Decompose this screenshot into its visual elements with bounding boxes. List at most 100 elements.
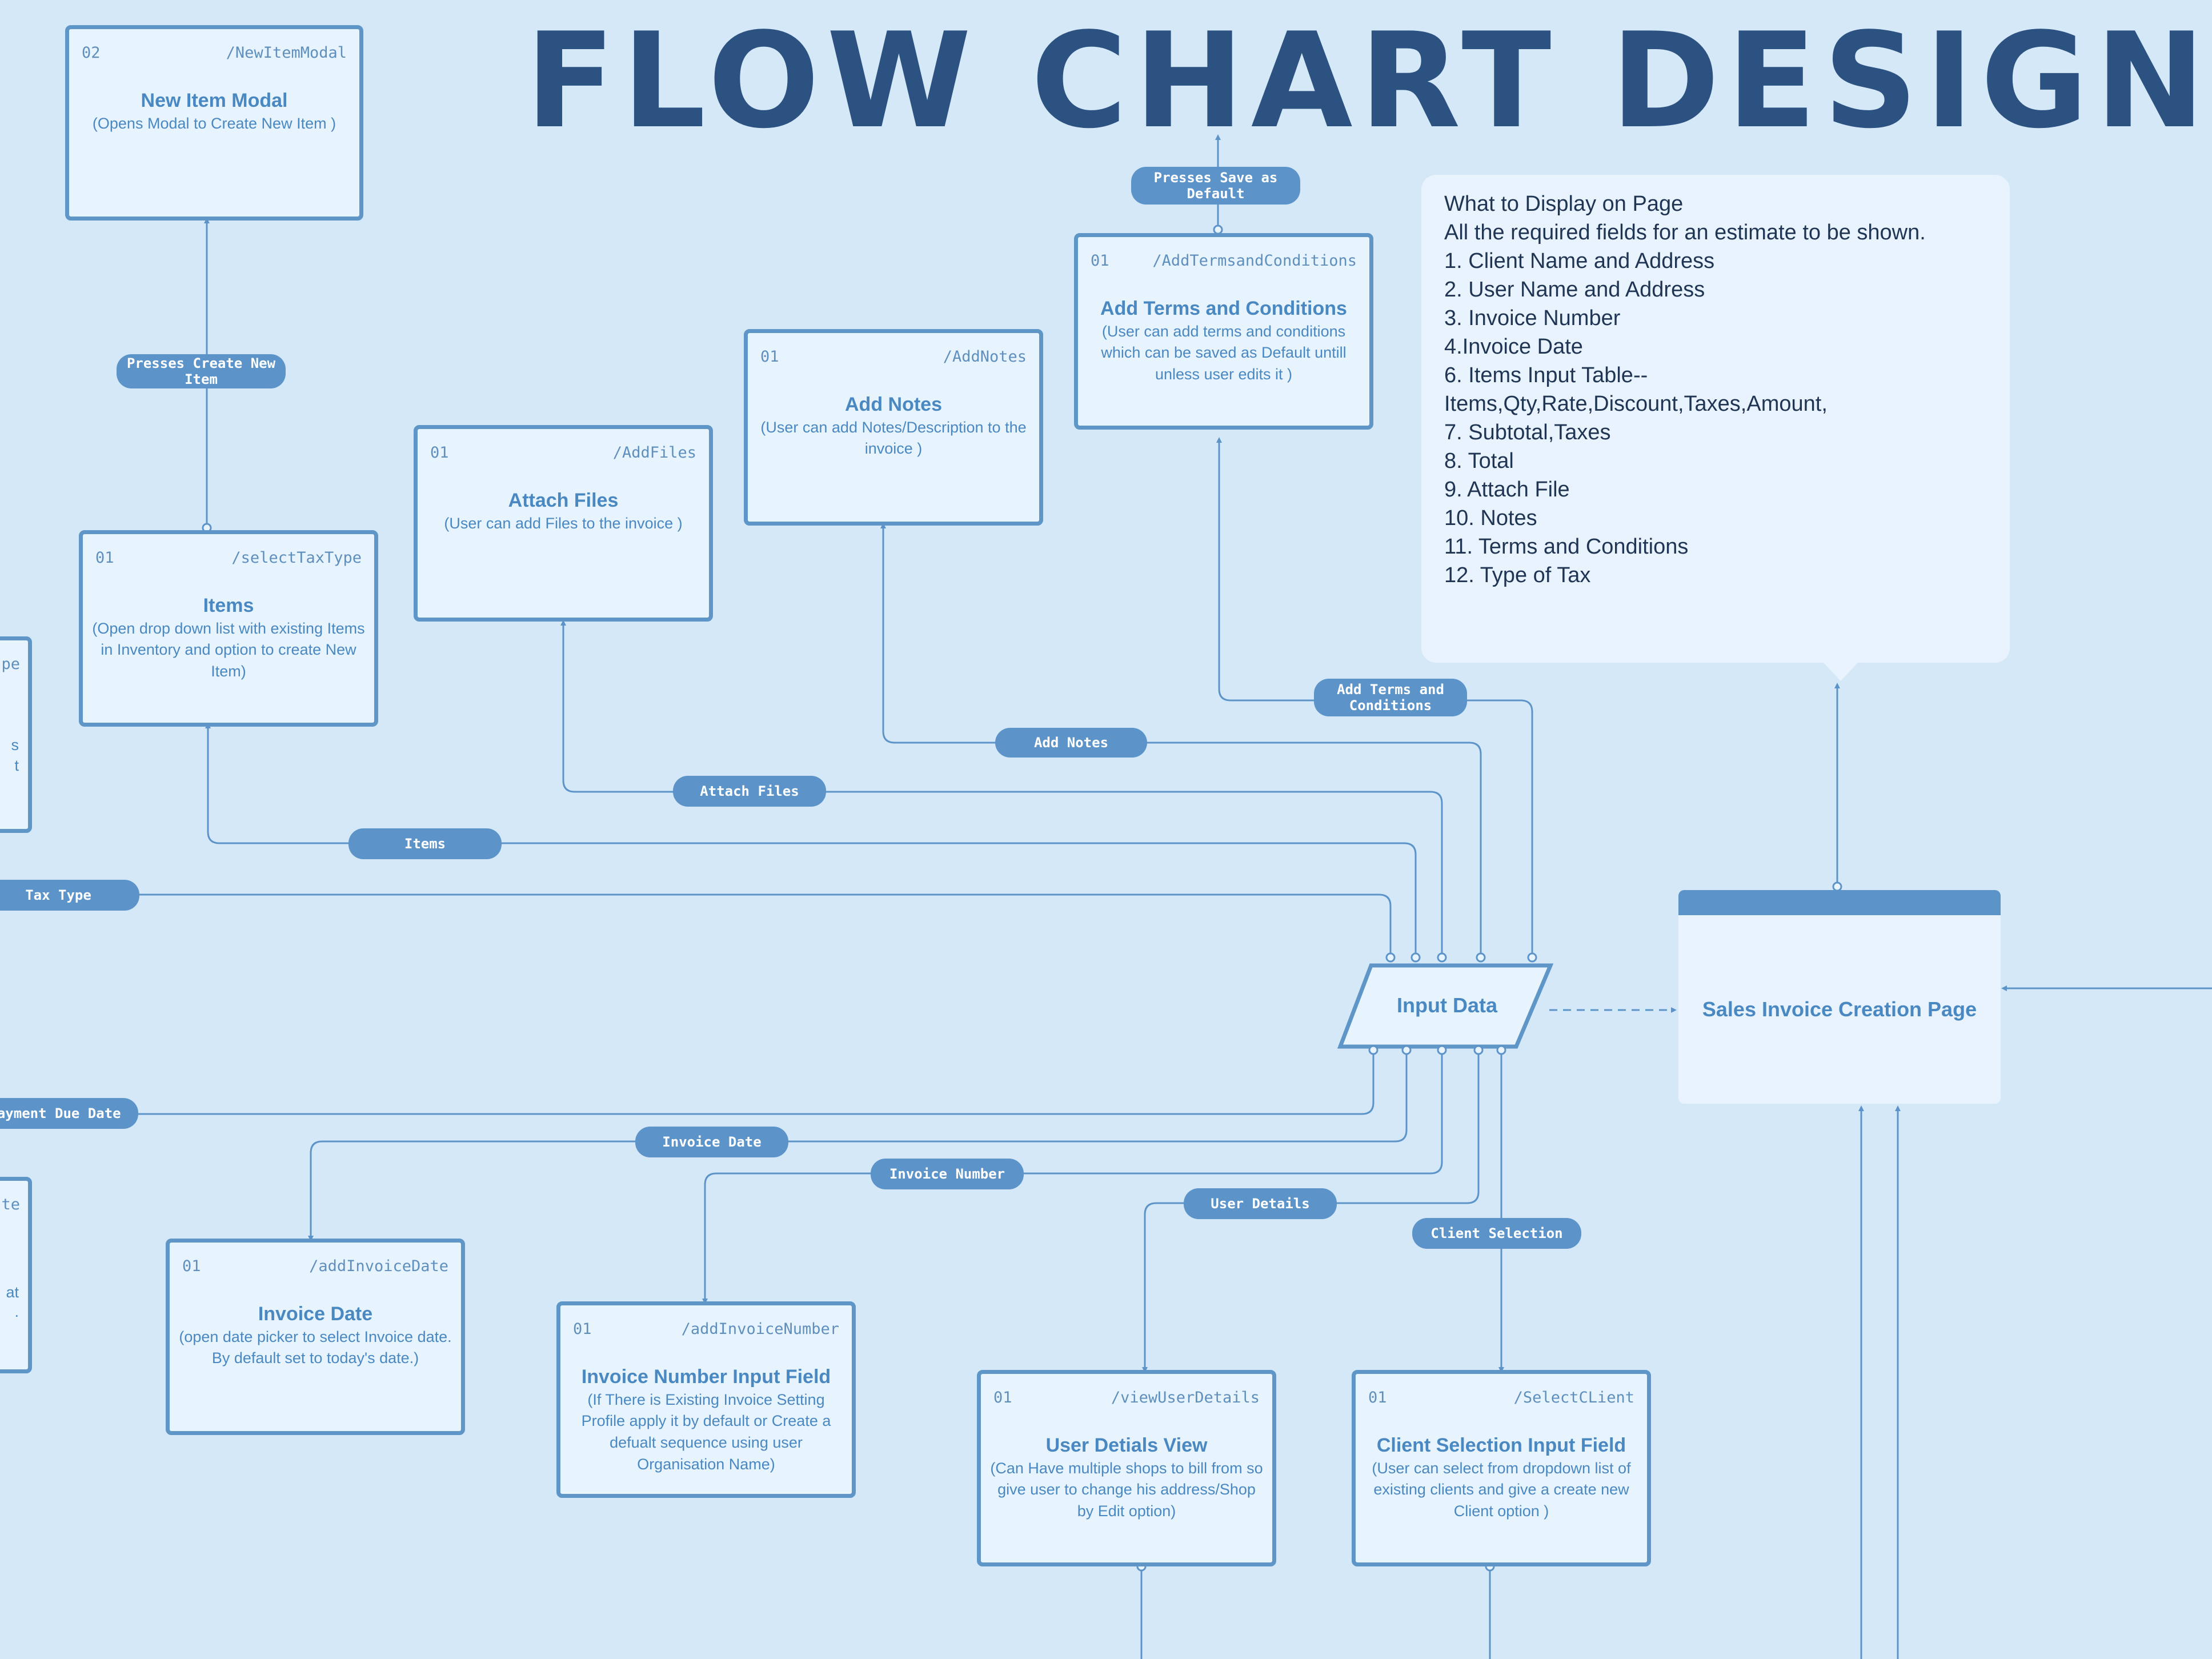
page-header-bar bbox=[1678, 890, 2001, 915]
node-number: 01 bbox=[182, 1257, 201, 1275]
input-data-node[interactable]: Input Data bbox=[1347, 965, 1547, 1045]
edge-label-invoice-number[interactable]: Invoice Number bbox=[871, 1159, 1024, 1189]
port-dot bbox=[1385, 952, 1396, 963]
sales-invoice-page-node[interactable]: Sales Invoice Creation Page bbox=[1678, 890, 2001, 1104]
node-number: 01 bbox=[430, 444, 449, 462]
edge-label-presses-create-new-item[interactable]: Presses Create New Item bbox=[117, 354, 286, 388]
node-title: Add Notes bbox=[845, 394, 942, 415]
note-line: 7. Subtotal,Taxes bbox=[1444, 420, 1611, 444]
node-add-terms[interactable]: 01 /AddTermsandConditions Add Terms and … bbox=[1074, 233, 1373, 430]
edge-invoice-number bbox=[702, 1050, 1443, 1304]
node-left-bottom-partial[interactable]: te at . bbox=[0, 1177, 32, 1373]
node-title: Client Selection Input Field bbox=[1376, 1434, 1626, 1456]
node-view-user-details[interactable]: 01 /viewUserDetails User Detials View (C… bbox=[977, 1370, 1276, 1566]
node-add-notes[interactable]: 01 /AddNotes Add Notes (User can add Not… bbox=[744, 329, 1043, 526]
edge-attach-files bbox=[560, 620, 1443, 957]
node-title: Invoice Number Input Field bbox=[581, 1366, 831, 1388]
node-route: /selectTaxType bbox=[231, 549, 362, 567]
node-add-invoice-date[interactable]: 01 /addInvoiceDate Invoice Date (open da… bbox=[166, 1239, 465, 1435]
node-number: 01 bbox=[95, 549, 114, 567]
node-route: /AddNotes bbox=[943, 348, 1027, 366]
note-line: All the required fields for an estimate … bbox=[1444, 221, 1926, 245]
input-data-shape bbox=[1337, 963, 1554, 1049]
node-select-client[interactable]: 01 /SelectCLient Client Selection Input … bbox=[1352, 1370, 1651, 1566]
edge-label-attach-files[interactable]: Attach Files bbox=[673, 776, 826, 807]
node-description-fragment: . bbox=[14, 1303, 19, 1320]
node-number: 01 bbox=[1368, 1389, 1387, 1406]
port-dot bbox=[1832, 881, 1842, 892]
node-description: (open date picker to select Invoice date… bbox=[179, 1328, 452, 1367]
edge-label-payment-due-date[interactable]: Payment Due Date bbox=[0, 1098, 138, 1129]
node-select-tax-type[interactable]: 01 /selectTaxType Items (Open drop down … bbox=[79, 530, 378, 727]
node-description: (User can add Notes/Description to the i… bbox=[760, 418, 1027, 458]
node-title: Items bbox=[203, 595, 254, 616]
port-dot bbox=[1368, 1045, 1379, 1055]
node-route: /AddFiles bbox=[612, 444, 696, 462]
node-add-invoice-number[interactable]: 01 /addInvoiceNumber Invoice Number Inpu… bbox=[556, 1301, 856, 1498]
node-route: /viewUserDetails bbox=[1111, 1389, 1260, 1406]
port-dot bbox=[1476, 952, 1486, 963]
node-left-top-partial[interactable]: pe s t bbox=[0, 636, 32, 833]
edge-payment-due-date bbox=[0, 1050, 1375, 1115]
node-description-fragment: t bbox=[14, 757, 19, 774]
node-title: Attach Files bbox=[508, 490, 619, 511]
edge-label-tax-type[interactable]: Tax Type bbox=[0, 880, 139, 911]
node-title: Invoice Date bbox=[258, 1303, 373, 1325]
edge-label-presses-save-default[interactable]: Presses Save as Default bbox=[1131, 167, 1300, 205]
node-description: (User can select from dropdown list of e… bbox=[1372, 1459, 1631, 1520]
port-dot bbox=[1401, 1045, 1412, 1055]
node-number: 01 bbox=[573, 1320, 592, 1338]
edge-invoice-date bbox=[308, 1050, 1408, 1241]
edge-label-add-notes[interactable]: Add Notes bbox=[995, 728, 1147, 758]
edge-label-user-details[interactable]: User Details bbox=[1184, 1188, 1337, 1219]
note-line: 10. Notes bbox=[1444, 506, 1537, 530]
display-requirements-note: What to Display on Page All the required… bbox=[1421, 175, 2010, 663]
edge-label-add-terms[interactable]: Add Terms and Conditions bbox=[1314, 679, 1467, 716]
node-route: pe bbox=[1, 655, 20, 673]
node-description-fragment: at bbox=[6, 1284, 19, 1301]
node-number: 01 bbox=[993, 1389, 1012, 1406]
port-dot bbox=[1213, 225, 1223, 235]
node-description: (User can add terms and conditions which… bbox=[1101, 322, 1347, 383]
node-title: Add Terms and Conditions bbox=[1100, 298, 1347, 319]
port-dot bbox=[1496, 1045, 1506, 1055]
sales-invoice-page-label: Sales Invoice Creation Page bbox=[1702, 997, 1977, 1021]
port-dot bbox=[1437, 1045, 1447, 1055]
node-add-files[interactable]: 01 /AddFiles Attach Files (User can add … bbox=[414, 425, 713, 622]
edge-label-items[interactable]: Items bbox=[348, 828, 502, 859]
port-dot bbox=[1527, 952, 1537, 963]
note-line: 12. Type of Tax bbox=[1444, 563, 1591, 587]
node-route: /AddTermsandConditions bbox=[1152, 252, 1357, 270]
note-line: What to Display on Page bbox=[1444, 192, 1684, 216]
edge-tax-type bbox=[0, 893, 1392, 957]
node-description: (Can Have multiple shops to bill from so… bbox=[990, 1459, 1263, 1520]
note-line: 1. Client Name and Address bbox=[1444, 249, 1715, 273]
note-line: 6. Items Input Table-- bbox=[1444, 363, 1648, 387]
node-route: /addInvoiceNumber bbox=[681, 1320, 839, 1338]
node-number: 01 bbox=[1091, 252, 1109, 270]
note-line: 11. Terms and Conditions bbox=[1444, 535, 1689, 559]
node-number: 02 bbox=[82, 44, 101, 62]
edge-add-notes bbox=[880, 523, 1482, 957]
node-number: 01 bbox=[760, 348, 779, 366]
note-callout-tail bbox=[1822, 662, 1859, 681]
port-dot bbox=[1410, 952, 1421, 963]
note-line: 2. User Name and Address bbox=[1444, 278, 1705, 302]
input-data-label: Input Data bbox=[1397, 993, 1497, 1017]
edge-items bbox=[205, 723, 1417, 957]
node-new-item-modal[interactable]: 02 /NewItemModal New Item Modal (Opens M… bbox=[65, 25, 363, 221]
note-line: 3. Invoice Number bbox=[1444, 306, 1621, 330]
node-route: /SelectCLient bbox=[1513, 1389, 1634, 1406]
note-line: 9. Attach File bbox=[1444, 478, 1570, 502]
edge-label-invoice-date[interactable]: Invoice Date bbox=[635, 1127, 788, 1157]
node-description: (Opens Modal to Create New Item ) bbox=[92, 114, 336, 132]
port-dot bbox=[1473, 1045, 1484, 1055]
node-description: (If There is Existing Invoice Setting Pr… bbox=[581, 1390, 831, 1473]
edge-label-client-selection[interactable]: Client Selection bbox=[1412, 1218, 1581, 1249]
node-route: /NewItemModal bbox=[226, 44, 347, 62]
node-description: (Open drop down list with existing Items… bbox=[92, 619, 365, 680]
node-route: te bbox=[1, 1196, 20, 1213]
note-line: 8. Total bbox=[1444, 449, 1514, 473]
port-dot bbox=[1437, 952, 1447, 963]
